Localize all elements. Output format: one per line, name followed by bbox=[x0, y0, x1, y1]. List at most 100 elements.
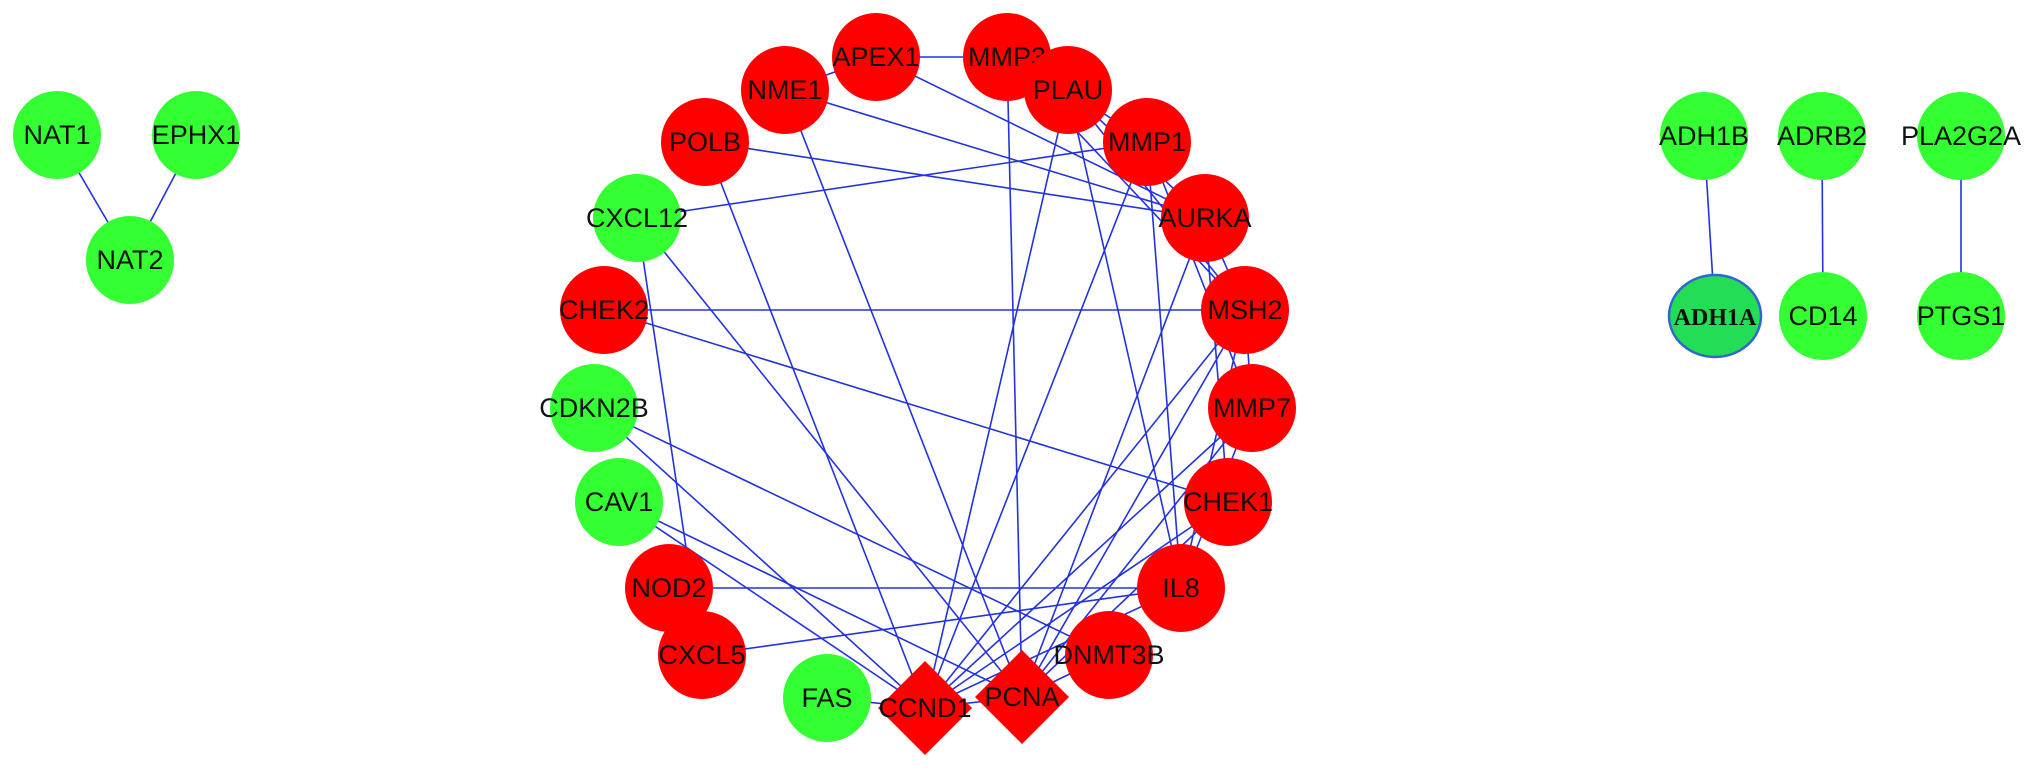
edge-mmp3-pcna bbox=[1006, 56, 1023, 698]
node-circle-shape bbox=[86, 216, 174, 304]
node-circle-shape bbox=[1065, 611, 1153, 699]
node-label: MSH2 bbox=[1207, 295, 1282, 325]
node-label: ADH1B bbox=[1659, 121, 1749, 151]
node-label: AURKA bbox=[1158, 203, 1251, 233]
node-ccnd1[interactable]: CCND1 bbox=[878, 661, 972, 755]
edge-aurka-pcna bbox=[1021, 217, 1206, 698]
node-circle-shape bbox=[658, 611, 746, 699]
node-circle-shape bbox=[1778, 92, 1866, 180]
node-label: APEX1 bbox=[832, 42, 919, 72]
node-label: POLB bbox=[669, 127, 741, 157]
node-label: CAV1 bbox=[585, 487, 654, 517]
node-circle-shape bbox=[1024, 46, 1112, 134]
node-adh1b[interactable]: ADH1B bbox=[1659, 92, 1749, 180]
node-dnmt3b[interactable]: DNMT3B bbox=[1053, 611, 1165, 699]
edge-il8-ccnd1 bbox=[924, 587, 1182, 709]
node-label: CHEK2 bbox=[559, 295, 649, 325]
node-fas[interactable]: FAS bbox=[783, 654, 871, 742]
node-circle-shape bbox=[575, 458, 663, 546]
edge-chek1-ccnd1 bbox=[924, 501, 1229, 709]
node-circle-shape bbox=[1137, 544, 1225, 632]
node-cd14[interactable]: CD14 bbox=[1779, 272, 1867, 360]
node-mmp7[interactable]: MMP7 bbox=[1208, 364, 1296, 452]
node-cxcl12[interactable]: CXCL12 bbox=[586, 174, 688, 262]
node-cxcl5[interactable]: CXCL5 bbox=[658, 611, 746, 699]
node-label: NME1 bbox=[747, 75, 822, 105]
edge-nme1-aurka bbox=[784, 89, 1206, 219]
node-circle-shape bbox=[13, 91, 101, 179]
node-label: CHEK1 bbox=[1183, 487, 1273, 517]
node-circle-shape bbox=[1660, 92, 1748, 180]
edge-cxcl5-il8 bbox=[701, 587, 1182, 656]
edge-layer bbox=[56, 56, 1962, 709]
node-circle-shape bbox=[661, 98, 749, 186]
node-nat2[interactable]: NAT2 bbox=[86, 216, 174, 304]
node-circle-shape bbox=[1917, 92, 2005, 180]
node-cav1[interactable]: CAV1 bbox=[575, 458, 663, 546]
node-label: NAT2 bbox=[96, 245, 163, 275]
node-polb[interactable]: POLB bbox=[661, 98, 749, 186]
node-chek1[interactable]: CHEK1 bbox=[1183, 458, 1273, 546]
node-ellipse-shape bbox=[1667, 273, 1763, 359]
node-cdkn2b[interactable]: CDKN2B bbox=[539, 364, 649, 452]
node-label: PLAU bbox=[1033, 75, 1104, 105]
node-label: CXCL12 bbox=[586, 203, 688, 233]
node-label: NAT1 bbox=[23, 120, 90, 150]
edge-mmp1-mmp7 bbox=[1146, 141, 1253, 409]
node-label: DNMT3B bbox=[1053, 640, 1164, 670]
node-label: MMP7 bbox=[1213, 393, 1291, 423]
edge-cxcl12-pcna bbox=[636, 217, 1023, 698]
edge-nme1-pcna bbox=[784, 89, 1023, 698]
node-diamond-shape bbox=[975, 650, 1069, 744]
node-ptgs1[interactable]: PTGS1 bbox=[1917, 272, 2006, 360]
node-label: MMP1 bbox=[1108, 127, 1186, 157]
node-label: PCNA bbox=[984, 682, 1059, 712]
node-label: ADH1A bbox=[1674, 305, 1757, 331]
node-circle-shape bbox=[1184, 458, 1272, 546]
node-circle-shape bbox=[741, 46, 829, 134]
node-adrb2[interactable]: ADRB2 bbox=[1777, 92, 1867, 180]
node-label: CXCL5 bbox=[658, 640, 745, 670]
node-circle-shape bbox=[1208, 364, 1296, 452]
edge-polb-ccnd1 bbox=[704, 141, 926, 709]
edge-chek2-chek1 bbox=[603, 309, 1229, 503]
edge-mmp7-ccnd1 bbox=[924, 407, 1253, 709]
node-nod2[interactable]: NOD2 bbox=[625, 544, 713, 632]
node-circle-shape bbox=[152, 91, 240, 179]
edge-msh2-pcna bbox=[1021, 309, 1246, 698]
node-label: CDKN2B bbox=[539, 393, 649, 423]
node-mmp1[interactable]: MMP1 bbox=[1103, 98, 1191, 186]
node-ephx1[interactable]: EPHX1 bbox=[152, 91, 241, 179]
edge-plau-ccnd1 bbox=[924, 89, 1069, 709]
node-adh1a[interactable]: ADH1A bbox=[1667, 273, 1763, 359]
node-plau[interactable]: PLAU bbox=[1024, 46, 1112, 134]
edge-cxcl12-mmp1 bbox=[636, 141, 1148, 219]
node-chek2[interactable]: CHEK2 bbox=[559, 266, 649, 354]
edge-cdkn2b-ccnd1 bbox=[593, 407, 926, 709]
node-label: NOD2 bbox=[631, 573, 706, 603]
node-diamond-shape bbox=[878, 661, 972, 755]
edge-cav1-pcna bbox=[618, 501, 1023, 698]
node-circle-shape bbox=[625, 544, 713, 632]
node-circle-shape bbox=[783, 654, 871, 742]
node-pcna[interactable]: PCNA bbox=[975, 650, 1069, 744]
node-nat1[interactable]: NAT1 bbox=[13, 91, 101, 179]
node-circle-shape bbox=[1917, 272, 2005, 360]
node-msh2[interactable]: MSH2 bbox=[1201, 266, 1289, 354]
node-nme1[interactable]: NME1 bbox=[741, 46, 829, 134]
node-label: CCND1 bbox=[878, 693, 971, 723]
edge-plau-msh2 bbox=[1067, 89, 1246, 311]
node-circle-shape bbox=[1103, 98, 1191, 186]
node-apex1[interactable]: APEX1 bbox=[832, 13, 920, 101]
node-label: CD14 bbox=[1788, 301, 1857, 331]
node-pla2g2a[interactable]: PLA2G2A bbox=[1901, 92, 2021, 180]
node-circle-shape bbox=[1779, 272, 1867, 360]
node-il8[interactable]: IL8 bbox=[1137, 544, 1225, 632]
node-aurka[interactable]: AURKA bbox=[1158, 174, 1252, 262]
node-circle-shape bbox=[1201, 266, 1289, 354]
edge-plau-il8 bbox=[1067, 89, 1182, 589]
node-label: PLA2G2A bbox=[1901, 121, 2021, 151]
node-circle-shape bbox=[550, 364, 638, 452]
